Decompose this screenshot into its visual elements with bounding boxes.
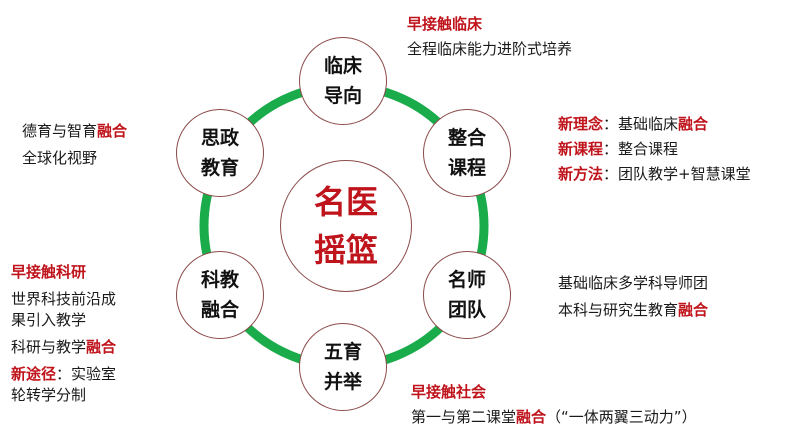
left-bottom-line: 轮转学分制 [11, 386, 87, 404]
left-top-line1: 德育与智育融合 [22, 122, 128, 140]
right-top-line: 新方法：团队教学+智慧课堂 [558, 165, 751, 183]
left-bottom-line: 新途径：实验室 [11, 365, 117, 383]
center-line1: 名医 [313, 183, 378, 221]
node-team: 名师团队 [423, 251, 511, 339]
right-top-line: 新理念：基础临床融合 [558, 115, 709, 133]
left-top-annotation: 德育与智育融合 全球化视野 [22, 118, 127, 172]
node-curriculum: 整合课程 [423, 109, 511, 197]
left-bottom-line: 世界科技前沿成 [11, 290, 117, 308]
node-line: 课程 [447, 157, 486, 179]
left-bottom-line: 果引入教学 [11, 311, 87, 329]
node-line: 教育 [200, 157, 239, 179]
right-top-line: 新课程：整合课程 [558, 140, 679, 158]
node-line: 思政 [200, 127, 239, 149]
node-line: 名师 [447, 269, 486, 291]
node-line: 导向 [323, 85, 362, 107]
node-line: 团队 [447, 299, 486, 321]
node-line: 五育 [323, 341, 362, 363]
node-research: 科教融合 [176, 251, 264, 339]
left-bottom-annotation: 早接触科研 世界科技前沿成 果引入教学 科研与教学融合 新途径：实验室 轮转学分… [11, 262, 116, 406]
right-bottom-line2: 本科与研究生教育融合 [558, 301, 709, 319]
node-line: 整合 [447, 127, 486, 149]
center-line2: 摇篮 [313, 231, 378, 269]
node-ideology: 思政教育 [176, 109, 264, 197]
right-top-annotation: 新理念：基础临床融合 新课程：整合课程 新方法：团队教学+智慧课堂 [558, 112, 751, 187]
bottom-title: 早接触社会 [411, 383, 487, 401]
node-five: 五育并举 [299, 323, 387, 411]
right-bottom-line1: 基础临床多学科导师团 [558, 274, 709, 292]
node-line: 融合 [200, 299, 239, 321]
left-bottom-line: 科研与教学融合 [11, 338, 117, 356]
bottom-text: 第一与第二课堂融合（“一体两翼三动力”） [411, 408, 697, 426]
center-circle: 名医摇篮 [280, 160, 412, 292]
node-line: 临床 [323, 55, 362, 77]
node-clinical: 临床导向 [299, 37, 387, 125]
bottom-annotation: 早接触社会 第一与第二课堂融合（“一体两翼三动力”） [411, 380, 697, 430]
top-text: 全程临床能力进阶式培养 [407, 40, 573, 58]
node-line: 并举 [323, 371, 362, 393]
right-bottom-annotation: 基础临床多学科导师团 本科与研究生教育融合 [558, 270, 708, 324]
left-bottom-title: 早接触科研 [11, 263, 87, 281]
top-title: 早接触临床 [407, 15, 483, 33]
top-annotation: 早接触临床 全程临床能力进阶式培养 [407, 13, 572, 61]
left-top-line2: 全球化视野 [22, 149, 98, 167]
node-line: 科教 [200, 269, 239, 291]
